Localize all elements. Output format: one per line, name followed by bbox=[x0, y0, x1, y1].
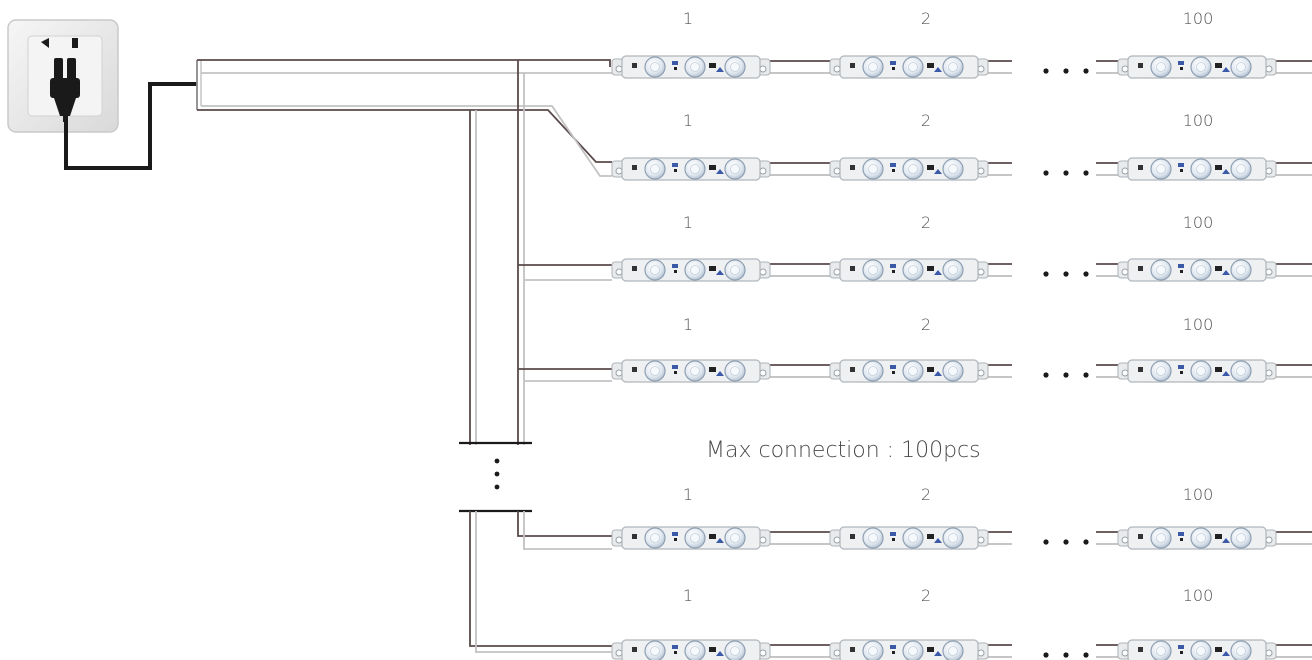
plug-icon bbox=[41, 38, 80, 122]
led-module-icon bbox=[829, 258, 989, 282]
led-module-icon bbox=[611, 526, 771, 550]
led-module-icon bbox=[1117, 359, 1277, 383]
module-index-label: 2 bbox=[921, 485, 931, 504]
led-module-icon bbox=[611, 639, 771, 660]
module-row: 1 2 100 bbox=[611, 213, 1312, 282]
module-index-label: 100 bbox=[1183, 213, 1214, 232]
horizontal-ellipsis bbox=[1043, 652, 1089, 658]
module-row: 1 2 100 bbox=[611, 111, 1312, 181]
led-module-icon bbox=[1117, 157, 1277, 181]
module-index-label: 100 bbox=[1183, 111, 1214, 130]
trunk-wires bbox=[196, 59, 612, 653]
led-module-icon bbox=[829, 359, 989, 383]
module-row: 1 2 100 bbox=[611, 315, 1312, 383]
led-module-icon bbox=[611, 55, 771, 79]
led-module-icon bbox=[611, 258, 771, 282]
module-index-label: 100 bbox=[1183, 9, 1214, 28]
led-module-icon bbox=[1117, 526, 1277, 550]
horizontal-ellipsis bbox=[1043, 170, 1089, 176]
module-index-label: 1 bbox=[683, 213, 693, 232]
module-index-label: 1 bbox=[683, 315, 693, 334]
led-module-icon bbox=[829, 55, 989, 79]
vertical-ellipsis bbox=[494, 458, 500, 490]
module-index-label: 2 bbox=[921, 111, 931, 130]
module-row: 1 2 100 bbox=[611, 9, 1312, 79]
horizontal-ellipsis bbox=[1043, 271, 1089, 277]
module-index-label: 100 bbox=[1183, 586, 1214, 605]
module-index-label: 2 bbox=[921, 213, 931, 232]
led-module-icon bbox=[829, 639, 989, 660]
horizontal-ellipsis bbox=[1043, 372, 1089, 378]
module-index-label: 1 bbox=[683, 9, 693, 28]
module-index-label: 2 bbox=[921, 315, 931, 334]
module-index-label: 100 bbox=[1183, 485, 1214, 504]
module-rows: 1 2 100 1 2 100 1 2 100 1 2 100 1 2 100 1 2 100 bbox=[611, 9, 1312, 660]
horizontal-ellipsis bbox=[1043, 539, 1089, 545]
max-connection-label: Max connection : 100pcs bbox=[706, 438, 981, 463]
module-index-label: 1 bbox=[683, 485, 693, 504]
module-row: 1 2 100 bbox=[611, 485, 1312, 550]
led-module-icon bbox=[829, 526, 989, 550]
module-index-label: 1 bbox=[683, 111, 693, 130]
led-module-icon bbox=[611, 157, 771, 181]
led-module-icon bbox=[1117, 55, 1277, 79]
module-index-label: 2 bbox=[921, 586, 931, 605]
led-module-icon bbox=[1117, 258, 1277, 282]
module-index-label: 1 bbox=[683, 586, 693, 605]
module-index-label: 2 bbox=[921, 9, 931, 28]
horizontal-ellipsis bbox=[1043, 68, 1089, 74]
plug-cord bbox=[64, 82, 197, 170]
led-module-icon bbox=[1117, 639, 1277, 660]
module-row: 1 2 100 bbox=[611, 586, 1312, 660]
led-module-icon bbox=[829, 157, 989, 181]
led-module-icon bbox=[611, 359, 771, 383]
module-index-label: 100 bbox=[1183, 315, 1214, 334]
